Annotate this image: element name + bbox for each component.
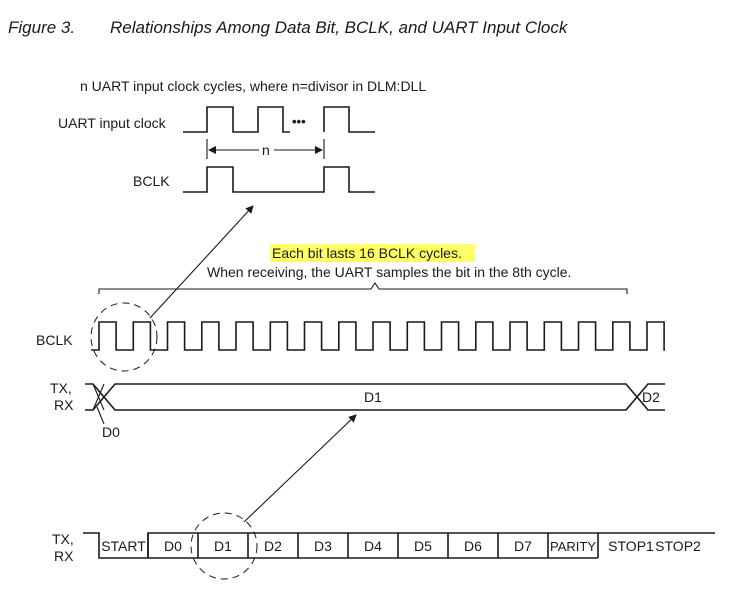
- mid-bclk-waveform: [91, 321, 665, 351]
- ellipsis-dots: •••: [292, 114, 306, 129]
- frame-bit-stop2: STOP2: [655, 538, 701, 554]
- d0-label: D0: [102, 424, 120, 440]
- d0-leader: [96, 406, 105, 425]
- frame-bit-d3: D3: [314, 538, 332, 554]
- frame-bit-d1: D1: [214, 538, 232, 554]
- frame-bit-d7: D7: [514, 538, 532, 554]
- frame-bit-parity: PARITY: [550, 539, 596, 554]
- figure-number: Figure 3.: [8, 18, 75, 37]
- top-bclk-waveform: [183, 166, 375, 193]
- d1-d2-transition: [625, 383, 649, 411]
- frame-bit-stop1: STOP1: [608, 538, 654, 554]
- frame-bit-d2: D2: [264, 538, 282, 554]
- zoom-arrow-to-bclk: [149, 205, 254, 319]
- frame-waveform: [83, 532, 715, 559]
- bit-span-bracket: [98, 282, 628, 294]
- divisor-note: n UART input clock cycles, where n=divis…: [80, 78, 426, 94]
- bit-duration-text: Each bit lasts 16 BCLK cycles.: [272, 245, 462, 261]
- uart-clock-label: UART input clock: [58, 115, 167, 131]
- figure-title: Relationships Among Data Bit, BCLK, and …: [110, 18, 569, 37]
- d2-label: D2: [642, 389, 660, 405]
- d0-d1-transition: [92, 383, 105, 411]
- frame-bit-d4: D4: [364, 538, 382, 554]
- frame-bit-d0: D0: [164, 538, 182, 554]
- uart-input-clock-waveform: [183, 106, 375, 133]
- top-bclk-label: BCLK: [133, 173, 170, 189]
- zoom-arrow-to-d1: [243, 414, 357, 523]
- d1-zoom-circle: [190, 512, 258, 580]
- frame-bit-d5: D5: [414, 538, 432, 554]
- mid-txrx-label-2: RX: [54, 397, 74, 413]
- sample-note-text: When receiving, the UART samples the bit…: [207, 264, 571, 280]
- mid-bclk-label: BCLK: [36, 332, 73, 348]
- mid-txrx-label-1: TX,: [50, 380, 72, 396]
- sample-zoom-circle: [90, 302, 158, 372]
- bottom-txrx-label-1: TX,: [52, 531, 74, 547]
- frame-bit-d6: D6: [464, 538, 482, 554]
- n-label: n: [262, 142, 270, 158]
- frame-bit-start: START: [101, 538, 146, 554]
- d1-label: D1: [364, 389, 382, 405]
- highlight-box: [270, 244, 475, 262]
- bottom-txrx-label-2: RX: [54, 548, 74, 564]
